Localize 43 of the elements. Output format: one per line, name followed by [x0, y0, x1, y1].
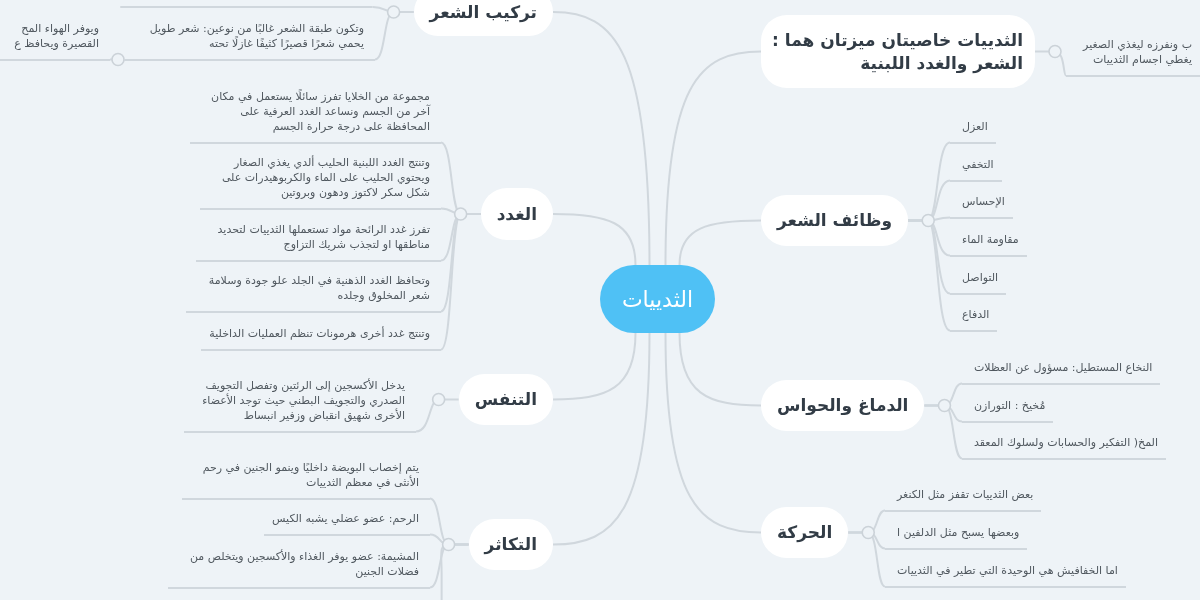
- subtopic-text: التواصل: [950, 269, 1007, 295]
- subtopic-text: تفرز غدد الرائحة مواد تستعملها الثدييات لتحديد مناطقها او لتجذب شريك التزاوج: [196, 221, 441, 262]
- connector-line: [552, 332, 637, 401]
- subtopic-text: ويوفر الهواء المح القصيرة ويحافظ ع: [0, 20, 110, 61]
- topic-bubble: وظائف الشعر: [761, 195, 909, 246]
- topic-bubble: تركيب الشعر: [413, 0, 553, 36]
- subtopic-text: العزل: [950, 118, 996, 144]
- connector-line: [552, 213, 637, 266]
- connector-line: [415, 398, 460, 433]
- connector-line: [664, 332, 762, 534]
- central-topic-bubble: الثدييات: [600, 265, 715, 333]
- topic-bubble: الثدييات خاصيتان ميزتان هما : الشعر والغدد اللبنية: [761, 15, 1035, 88]
- topic-bubble: الحركة: [761, 507, 849, 558]
- connector-line: [1034, 50, 1067, 77]
- topic-bubble: التكاثر: [468, 519, 553, 570]
- subtopic-text: بعض الثدييات تقفز مثل الكنغر: [885, 486, 1042, 512]
- connector-line: [552, 11, 651, 266]
- connector-line: [664, 50, 762, 266]
- subtopic-text: وتنتج غدد أخرى هرمونات تنظم العمليات الداخلية: [201, 325, 441, 351]
- topic-bubble: التنفس: [458, 374, 553, 425]
- subtopic-text: يدخل الأكسجين إلى الرئتين وتفصل التجويف الصدري والتجويف البطني حيث توجد الأعضاء الأخرى شهيق انقباض وزفير انبساط: [184, 377, 416, 433]
- subtopic-text: التخفي: [950, 156, 1002, 182]
- subtopic-text: اما الخفافيش هي الوحيدة التي تطير في الثدييات: [885, 562, 1126, 588]
- subtopic-text: يتم إخصاب البويضة داخليًا وينمو الجنين في رحم الأنثى في معظم الثدييات: [182, 459, 430, 500]
- subtopic-text: وتحافظ الغدد الذهنية في الجلد علو جودة وسلامة شعر المخلوق وجلده: [186, 272, 441, 313]
- subtopic-text: الإحساس: [950, 193, 1013, 219]
- subtopic-text: وتكون طبقة الشعر غالبًا من نوعين: شعر طويل يحمي شعرًا قصيرًا كثيفًا غازلًا تحته: [124, 20, 375, 61]
- subtopic-text: وتنتج الغدد اللبنية الحليب ألدي يغذي الصغار ويحتوي الحليب على الماء والكربوهيدرات على شكل سكر لاكتوز ودهون وبروتين: [200, 154, 441, 210]
- connector-line: [678, 332, 762, 407]
- connector-line: [552, 332, 651, 546]
- subtopic-text: مجموعة من الخلايا تفرز سائلًا يستعمل في مكان آخر من الجسم ونساعد الغدد العرفية على المحافظة على درجة حرارة الجسم: [190, 88, 441, 144]
- subtopic-text: الرحم: عضو عضلي يشبه الكيس: [264, 510, 430, 536]
- connector-line: [678, 219, 762, 266]
- topic-bubble: الدماغ والحواس: [761, 380, 925, 431]
- topic-bubble: الغدد: [480, 188, 553, 240]
- subtopic-text: مقاومة الماء: [950, 231, 1027, 257]
- subtopic-text: ب ونفرزه ليغذي الصغير يغطي اجسام الثدييات: [1066, 36, 1200, 77]
- subtopic-text: الدفاع: [950, 306, 998, 332]
- subtopic-text: مُخيخ : التورازن: [962, 397, 1054, 423]
- subtopic-text: النخاع المستطيل: مسؤول عن العظلات: [962, 359, 1161, 385]
- subtopic-text: المشيمة: عضو يوفر الغذاء والأكسجين ويتخلص من فضلات الجنين: [168, 548, 430, 589]
- subtopic-text: المخ( التفكير والحسابات ولسلوك المعقد: [962, 434, 1166, 460]
- subtopic-text: وبعضها يسبح مثل الدلفين ا: [885, 524, 1028, 550]
